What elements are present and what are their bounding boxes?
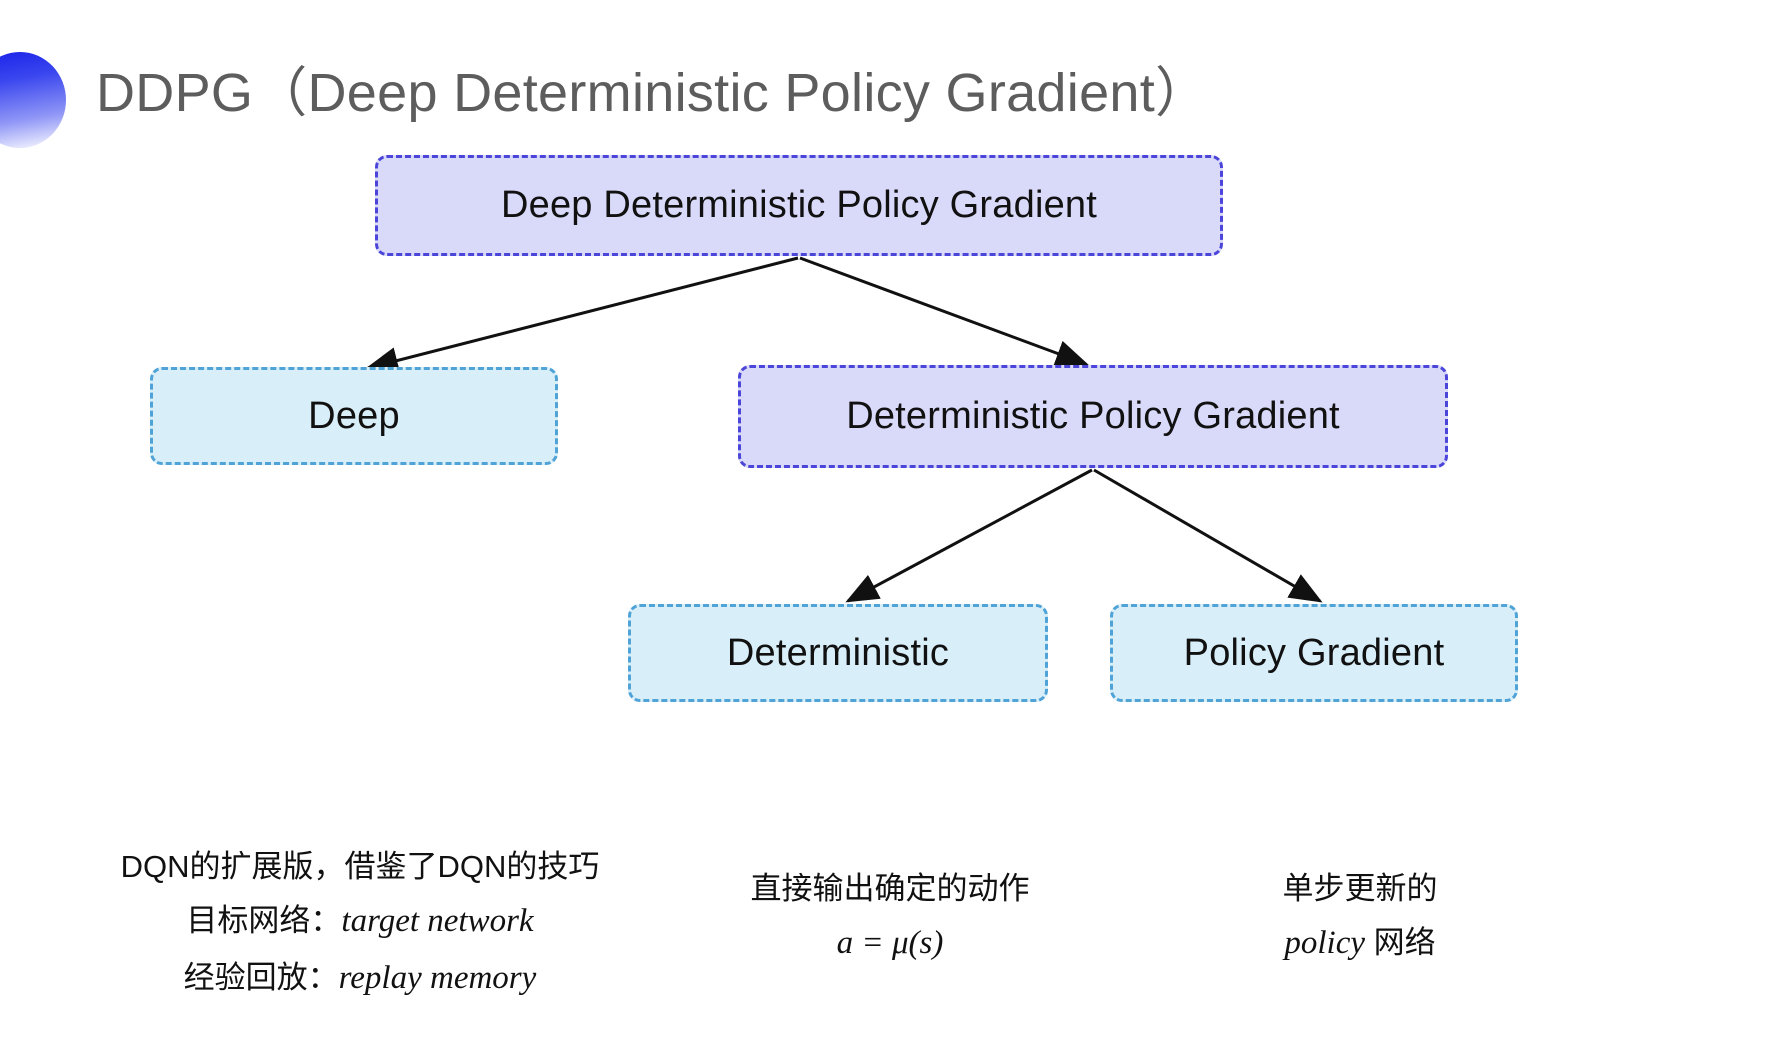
arrow-root-to-dpg	[799, 256, 1089, 367]
caption-deep-line3: 经验回放：replay memory	[100, 950, 620, 1007]
page-title: DDPG（Deep Deterministic Policy Gradient）	[96, 63, 1210, 123]
caption-deep-line3-term: replay memory	[338, 960, 537, 997]
caption-deep-line2-label: 目标网络：	[186, 903, 342, 939]
node-deterministic[interactable]: Deterministic	[628, 604, 1048, 702]
caption-deterministic: 直接输出确定的动作 a = μ(s)	[690, 862, 1090, 972]
caption-deterministic-formula: a = μ(s)	[836, 925, 944, 962]
caption-policy-gradient-line2: policy 网络	[1160, 915, 1560, 972]
node-deep-deterministic-policy-gradient[interactable]: Deep Deterministic Policy Gradient	[375, 155, 1223, 256]
caption-deep-line2: 目标网络：target network	[100, 893, 620, 950]
caption-policy-gradient-line1: 单步更新的	[1282, 871, 1438, 906]
arrow-dpg-to-policy-gradient	[1093, 468, 1323, 603]
node-deep[interactable]: Deep	[150, 367, 558, 465]
node-policy-gradient[interactable]: Policy Gradient	[1110, 604, 1518, 702]
caption-policy-gradient-suffix: 网络	[1365, 925, 1436, 961]
title-decoration-circle-icon	[0, 52, 66, 148]
caption-deep-line1: DQN的扩展版，借鉴了DQN的技巧	[120, 849, 600, 884]
caption-policy-gradient-term: policy	[1284, 925, 1365, 962]
caption-deep: DQN的扩展版，借鉴了DQN的技巧 目标网络：target network 经验…	[100, 840, 620, 1007]
arrow-root-to-deep	[365, 256, 799, 374]
node-deterministic-policy-gradient[interactable]: Deterministic Policy Gradient	[738, 365, 1448, 468]
caption-deep-line2-term: target network	[341, 903, 534, 940]
caption-deep-line3-label: 经验回放：	[183, 960, 339, 996]
arrow-dpg-to-deterministic	[845, 468, 1093, 603]
caption-policy-gradient: 单步更新的 policy 网络	[1160, 862, 1560, 972]
caption-deterministic-line1: 直接输出确定的动作	[750, 871, 1030, 906]
